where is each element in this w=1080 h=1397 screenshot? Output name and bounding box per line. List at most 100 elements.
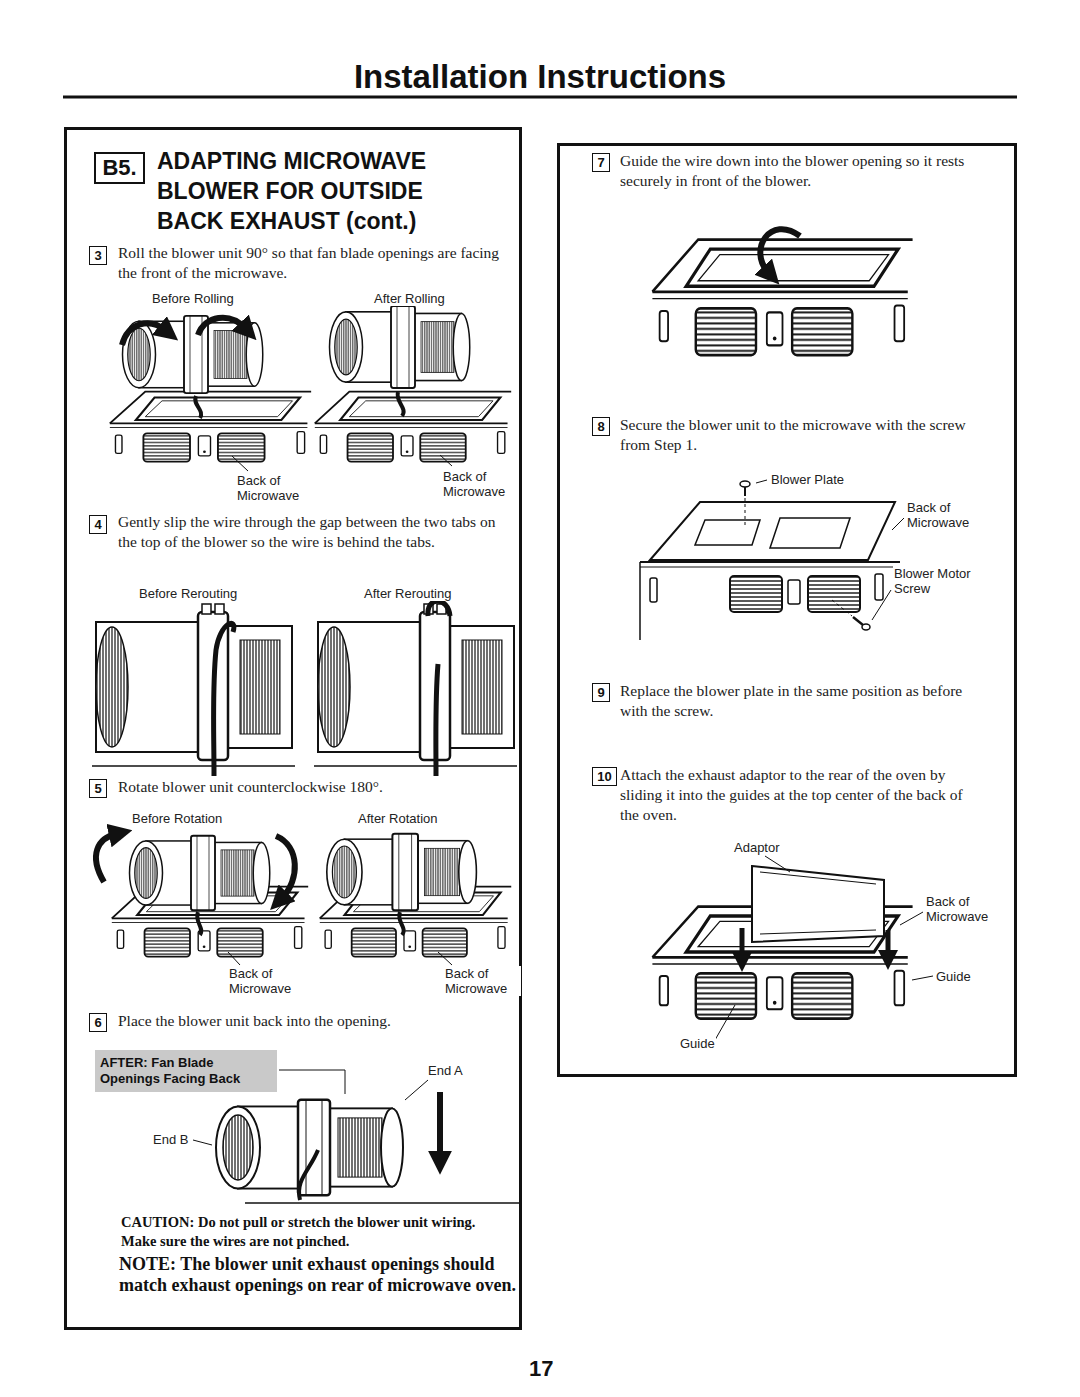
step-instruction: Secure the blower unit to the microwave … <box>620 415 985 455</box>
blower-plate-figure-part <box>892 518 904 530</box>
box-text: 9 <box>597 685 604 700</box>
placed-blower-figure-part <box>279 1070 345 1094</box>
section-box: B5. <box>94 152 145 184</box>
blower-plate-figure-part <box>770 518 850 548</box>
step-instruction: Place the blower unit back into the open… <box>118 1011 503 1031</box>
before-rolling-figure-part <box>122 323 165 345</box>
before-rerouting-figure-part <box>92 604 295 766</box>
adaptor-figure-part <box>740 928 745 958</box>
after-rerouting-figure-part <box>314 604 517 766</box>
step-number-box: 3 <box>89 246 107 265</box>
page-number: 17 <box>528 1356 554 1382</box>
figure-caption: Before Rotation <box>131 811 223 826</box>
part-label: End B <box>152 1132 189 1147</box>
before-rerouting-figure-part <box>214 623 234 776</box>
guide-wire-figure-part <box>760 229 800 272</box>
blower-plate-figure-part <box>740 481 750 487</box>
page-title: Installation Instructions <box>0 58 1080 96</box>
adaptor-figure-part <box>765 856 790 872</box>
blower-plate-figure-part <box>639 562 641 640</box>
blower-plate-figure-part <box>756 480 767 483</box>
step-instruction: Guide the wire down into the blower open… <box>620 151 985 191</box>
blower-plate-figure-part <box>650 502 895 560</box>
highlight-box: AFTER: Fan Blade Openings Facing Back <box>95 1050 277 1092</box>
box-text: 3 <box>94 248 101 263</box>
exhaust-note: NOTE: The blower unit exhaust openings s… <box>119 1254 517 1296</box>
blower-plate-figure-part <box>745 498 746 525</box>
after-rerouting-figure <box>314 601 517 776</box>
after-rotation-figure-part <box>327 834 477 910</box>
before-rotation-figure-part <box>276 836 295 898</box>
placed-blower-figure-part <box>405 1080 428 1100</box>
figure-caption: Before Rerouting <box>138 586 238 601</box>
before-rotation-figure <box>96 834 308 965</box>
after-rerouting-figure-part <box>428 601 450 616</box>
adaptor-figure-part <box>900 912 923 925</box>
placed-blower-figure-part <box>299 1150 318 1200</box>
before-rotation-figure-part <box>96 834 116 882</box>
placed-blower-figure-part <box>437 1092 443 1158</box>
box-text: B5. <box>102 155 136 181</box>
figure-caption: After Rerouting <box>363 586 452 601</box>
box-text: 7 <box>597 155 604 170</box>
before-rolling-figure-part <box>123 316 263 393</box>
figure-caption: Before Rolling <box>151 291 235 306</box>
blower-plate-figure-part <box>650 578 657 602</box>
before-rolling-figure <box>110 316 311 471</box>
part-label: Back of Microwave <box>444 966 521 996</box>
after-rolling-figure-part <box>315 392 511 462</box>
part-label: Guide <box>935 969 972 984</box>
figure-caption: After Rotation <box>357 811 439 826</box>
step-number-box: 4 <box>89 515 107 534</box>
part-label: Blower Motor Screw <box>893 566 985 596</box>
part-label: Blower Plate <box>770 472 845 487</box>
part-label: End A <box>427 1063 464 1078</box>
before-rolling-figure-part <box>198 318 245 335</box>
section-heading: ADAPTING MICROWAVE BLOWER FOR OUTSIDE BA… <box>157 146 487 236</box>
title-rule <box>63 96 1017 99</box>
blower-plate-figure-part <box>640 561 900 563</box>
before-rotation-figure-part <box>130 836 270 911</box>
before-rolling-figure-part <box>110 392 311 462</box>
guide-wire-figure-part <box>652 240 912 356</box>
blower-plate-figure-part <box>788 580 800 604</box>
step-number-box: 6 <box>89 1013 107 1032</box>
box-text: 6 <box>94 1015 101 1030</box>
after-rotation-figure-part <box>399 912 404 935</box>
placed-blower-figure-part <box>245 1202 520 1204</box>
step-number-box: 7 <box>592 153 610 172</box>
instruction-panel: 78910Guide the wire down into the blower… <box>557 143 1017 1077</box>
guide-wire-figure <box>652 229 912 355</box>
after-rolling-figure-part <box>330 306 470 388</box>
box-text: AFTER: Fan Blade Openings Facing Back <box>100 1055 272 1087</box>
adaptor-figure <box>652 856 933 1040</box>
part-label: Back of Microwave <box>228 966 305 996</box>
blower-plate-figure-part <box>872 590 891 620</box>
blower-plate-figure <box>640 480 904 640</box>
adaptor-figure-part <box>886 930 891 956</box>
after-rolling-figure-part <box>440 455 452 466</box>
blower-plate-figure-part <box>862 624 870 630</box>
step-instruction: Replace the blower plate in the same pos… <box>620 681 985 721</box>
after-rolling-figure <box>315 306 511 466</box>
step-number-box: 10 <box>592 767 617 786</box>
adaptor-figure-part <box>760 930 876 934</box>
placed-blower-figure-part <box>193 1140 212 1145</box>
step-number-box: 9 <box>592 683 610 702</box>
part-label: Back of Microwave <box>925 894 1002 924</box>
after-rerouting-figure-part <box>436 664 438 776</box>
instruction-panel: B5.3456AFTER: Fan Blade Openings Facing … <box>64 127 522 1330</box>
step-instruction: Attach the exhaust adaptor to the rear o… <box>620 765 985 825</box>
before-rerouting-figure <box>92 604 295 776</box>
blower-plate-figure-part <box>808 576 860 612</box>
caution-note: CAUTION: Do not pull or stretch the blow… <box>121 1213 513 1251</box>
box-text: 10 <box>597 769 611 784</box>
adaptor-figure-part <box>912 976 933 980</box>
blower-plate-figure-part <box>875 574 883 600</box>
part-label: Guide <box>679 1036 716 1051</box>
before-rolling-figure-part <box>232 456 248 471</box>
after-rolling-figure-part <box>398 392 404 416</box>
step-instruction: Roll the blower unit 90° so that fan bla… <box>118 243 503 283</box>
before-rotation-figure-part <box>228 952 240 965</box>
after-rotation-figure-part <box>438 952 452 965</box>
